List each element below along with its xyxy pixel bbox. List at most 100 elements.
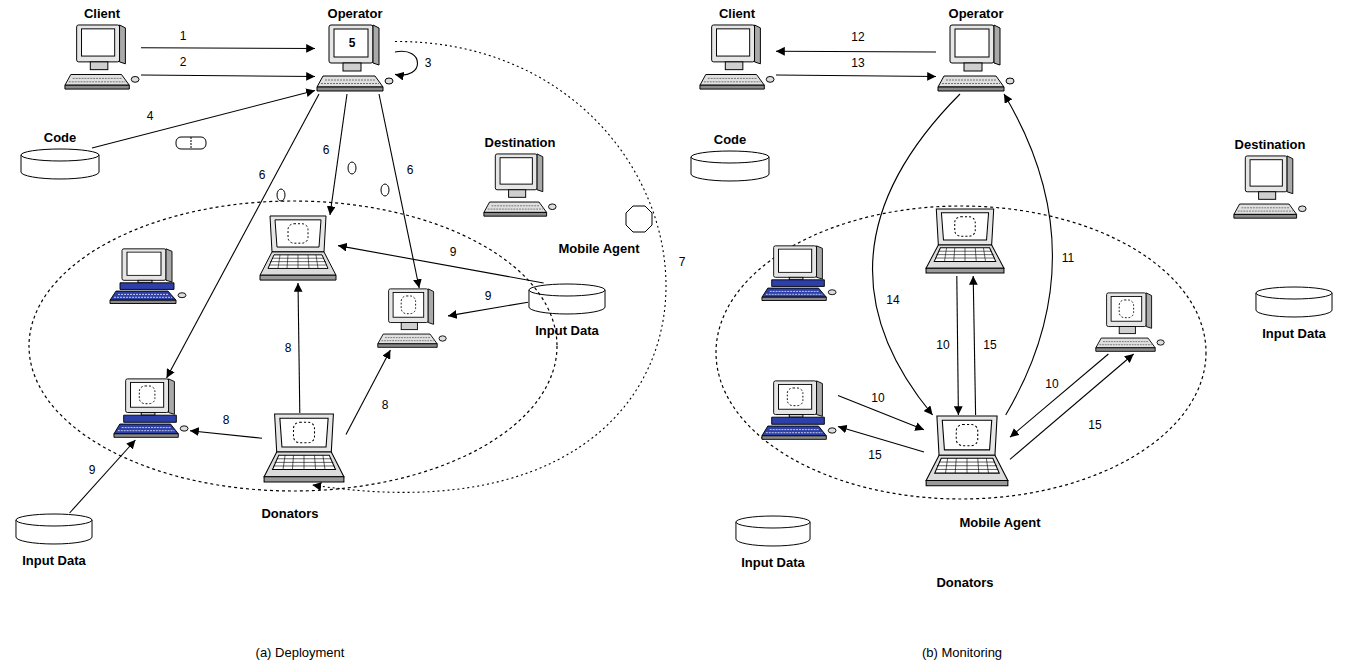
laptop-icon-part (936, 458, 998, 473)
computer-icon (376, 288, 448, 350)
data-cylinder: Code (690, 150, 770, 182)
computer-icon-part (373, 25, 379, 65)
computer-icon-part (378, 334, 437, 344)
computer-icon (936, 24, 1016, 94)
code-packet (176, 137, 206, 149)
computer-icon-part (378, 344, 437, 348)
arrow-connector (330, 94, 347, 215)
step-number: 2 (179, 55, 188, 69)
data-cylinder-part (16, 514, 92, 526)
step-number: 15 (982, 338, 997, 352)
computer-icon-part (938, 76, 1004, 87)
computer-icon-part (484, 212, 547, 216)
agent-octagon (625, 205, 653, 233)
computer-icon-part (131, 382, 164, 407)
step-number: 9 (484, 289, 493, 303)
laptop-icon (924, 415, 1010, 489)
computer-icon (1094, 292, 1166, 354)
laptop-icon-part (937, 416, 997, 455)
node-label: Destination (1235, 137, 1306, 152)
computer-icon-part (1006, 78, 1014, 84)
node-label: Input Data (741, 555, 805, 570)
step-number: 10 (870, 391, 885, 405)
computer-icon-part (334, 29, 368, 57)
laptop-icon-part (264, 452, 344, 477)
computer-icon-part (343, 63, 361, 71)
arrow-connector (1004, 94, 1052, 415)
computer-icon-part (704, 78, 761, 81)
computer-icon: Client (698, 24, 776, 92)
laptop-icon-part (288, 224, 308, 243)
computer-icon-part (774, 246, 817, 277)
laptop-icon-part (264, 477, 344, 482)
computer-icon: Operator (936, 24, 1016, 94)
computer-icon-part (127, 252, 161, 275)
computer-icon-part (700, 85, 764, 89)
step-number: 3 (424, 56, 433, 70)
node-label: Mobile Agent (959, 515, 1040, 530)
node-label: Input Data (1262, 326, 1326, 341)
computer-icon (482, 153, 558, 219)
computer-icon (1094, 292, 1166, 354)
computer-icon-part (1234, 214, 1297, 218)
laptop-icon-part (942, 420, 991, 450)
step-number: 11 (1061, 251, 1075, 265)
panel-caption: (b) Monitoring (921, 645, 1003, 660)
arrow-connector (973, 276, 975, 415)
computer-icon (760, 380, 838, 442)
computer-icon-part (828, 290, 836, 295)
computer-icon-part (65, 85, 129, 89)
computer-icon-part (938, 87, 1004, 91)
computer-icon-part (1119, 327, 1135, 334)
node-label: Donators (261, 506, 318, 521)
computer-icon-part (712, 25, 755, 62)
computer-icon-part (1146, 293, 1151, 328)
data-cylinder: Input Data (735, 515, 811, 547)
laptop-icon-part (269, 255, 327, 269)
computer-icon-part (1238, 208, 1293, 211)
computer-icon-part (717, 29, 750, 56)
data-cylinder-part (691, 151, 769, 163)
laptop-icon-part (273, 455, 336, 469)
computer-icon-part (1107, 293, 1147, 327)
step-number: 7 (678, 255, 687, 269)
computer-icon-part (1259, 192, 1276, 200)
arrow-connector (312, 41, 666, 492)
computer-icon-part (180, 426, 188, 431)
laptop-icon-part (935, 458, 1000, 473)
computer-icon-part (1157, 340, 1164, 345)
step-number: 9 (88, 463, 97, 477)
laptop-icon-part (270, 216, 326, 252)
computer-icon-part (1234, 204, 1297, 214)
arrow-connector (338, 246, 544, 283)
code-packet-divider (191, 137, 192, 149)
laptop-icon-part (935, 248, 994, 262)
arrow-connector (776, 75, 936, 77)
computer-icon-part (500, 158, 532, 184)
computer-icon-part (779, 384, 812, 409)
computer-icon-part (77, 25, 120, 62)
node-label: Input Data (535, 323, 599, 338)
computer-icon-part (82, 29, 115, 56)
computer-icon-part (381, 338, 433, 341)
node-label: Operator (949, 6, 1004, 21)
code-token (381, 184, 389, 196)
donator-region-part (716, 206, 1206, 499)
step-number: 6 (322, 143, 331, 157)
computer-icon: Operator (315, 24, 395, 94)
computer-icon-part (766, 430, 823, 433)
computer-icon-part (950, 25, 994, 63)
computer-icon-part (439, 336, 446, 341)
step-number: 4 (146, 109, 155, 123)
arrow-connector (141, 75, 315, 77)
arrow-connector (448, 302, 528, 316)
computer-icon-part (787, 388, 803, 406)
laptop-icon-part (956, 425, 978, 446)
laptop-icon-part (941, 213, 988, 240)
laptop-icon-part (275, 220, 321, 247)
computer-icon-part (774, 381, 817, 415)
data-cylinder: Input Data (528, 283, 606, 315)
donator-region: DonatorsMobile Agent (715, 205, 1207, 500)
computer-icon-part (69, 78, 126, 81)
